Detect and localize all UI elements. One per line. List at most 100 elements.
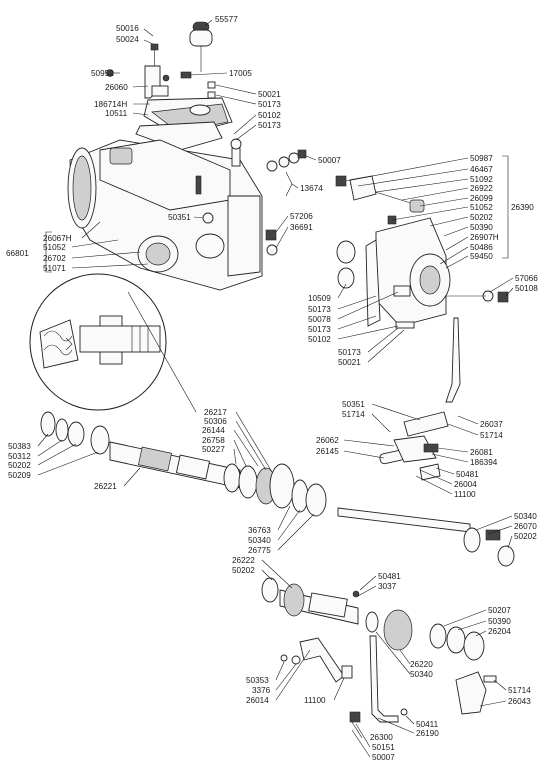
countershaft — [337, 507, 515, 567]
label-26144: 26144 — [202, 426, 225, 435]
magnifier-detail — [29, 273, 167, 411]
label-59450: 59450 — [470, 252, 493, 261]
label-50202: 50202 — [514, 532, 537, 541]
label-50078: 50078 — [308, 315, 331, 324]
label-50007: 50007 — [372, 753, 395, 762]
label-17005: 17005 — [229, 69, 252, 78]
label-36691: 36691 — [290, 223, 313, 232]
label-186714h: 186714H — [94, 100, 127, 109]
label-50173: 50173 — [258, 100, 281, 109]
label-50351: 50351 — [342, 400, 365, 409]
label-26070: 26070 — [514, 522, 537, 531]
label-50353: 50353 — [246, 676, 269, 685]
label-26081: 26081 — [470, 448, 493, 457]
label-26145: 26145 — [316, 447, 339, 456]
label-46467: 46467 — [470, 165, 493, 174]
label-66801: 66801 — [6, 249, 29, 258]
label-50340: 50340 — [248, 536, 271, 545]
label-26390: 26390 — [511, 203, 534, 212]
label-26190: 26190 — [416, 729, 439, 738]
label-50173: 50173 — [338, 348, 361, 357]
label-50306: 50306 — [204, 417, 227, 426]
label-50390: 50390 — [470, 223, 493, 232]
label-50007: 50007 — [318, 156, 341, 165]
label-50151: 50151 — [372, 743, 395, 752]
label-50173: 50173 — [308, 325, 331, 334]
label-26907h: 26907H — [470, 233, 499, 242]
label-26043: 26043 — [508, 697, 531, 706]
label-50340: 50340 — [514, 512, 537, 521]
input-shaft-parts — [40, 411, 258, 499]
label-50173: 50173 — [308, 305, 331, 314]
shift-lever-rod — [379, 317, 461, 481]
label-50024: 50024 — [116, 35, 139, 44]
label-26217: 26217 — [204, 408, 227, 417]
cover-gasket — [135, 121, 223, 151]
label-10511: 10511 — [105, 109, 128, 118]
label-11100: 11100 — [454, 490, 476, 499]
label-26037: 26037 — [480, 420, 503, 429]
magnifier-pointer-line — [127, 291, 197, 413]
label-50383: 50383 — [8, 442, 31, 451]
label-50207: 50207 — [488, 606, 511, 615]
label-26222: 26222 — [232, 556, 255, 565]
right-shift-housing — [365, 217, 451, 327]
label-50021: 50021 — [258, 90, 281, 99]
part-number-labels: 55577 50016 50024 50952 17005 26060 5002… — [6, 15, 538, 762]
label-50390: 50390 — [488, 617, 511, 626]
label-26067h: 26067H — [43, 234, 72, 243]
label-51714: 51714 — [480, 431, 503, 440]
label-50202: 50202 — [470, 213, 493, 222]
label-50102: 50102 — [258, 111, 281, 120]
leader-lines — [37, 19, 514, 758]
label-26922: 26922 — [470, 184, 493, 193]
label-50351: 50351 — [168, 213, 191, 222]
label-51092: 51092 — [470, 175, 493, 184]
label-50173: 50173 — [258, 121, 281, 130]
label-50987: 50987 — [470, 154, 493, 163]
label-26221: 26221 — [94, 482, 117, 491]
label-50486: 50486 — [470, 243, 493, 252]
label-57206: 57206 — [290, 212, 313, 221]
breather-cap — [189, 21, 213, 72]
label-26004: 26004 — [454, 480, 477, 489]
label-50227: 50227 — [202, 445, 225, 454]
label-50021: 50021 — [338, 358, 361, 367]
lower-linkage — [280, 635, 497, 723]
label-50202: 50202 — [8, 461, 31, 470]
bracket-66801 — [45, 231, 52, 273]
label-26220: 26220 — [410, 660, 433, 669]
label-51052: 51052 — [470, 203, 493, 212]
label-26758: 26758 — [202, 436, 225, 445]
right-shaft-parts — [335, 175, 509, 329]
label-26060: 26060 — [105, 83, 128, 92]
bracket-13674 — [285, 171, 293, 197]
shift-bracket — [144, 65, 169, 99]
label-3376: 3376 — [252, 686, 271, 695]
label-50340: 50340 — [410, 670, 433, 679]
label-26099: 26099 — [470, 194, 493, 203]
label-50481: 50481 — [378, 572, 401, 581]
label-50202: 50202 — [232, 566, 255, 575]
label-26062: 26062 — [316, 436, 339, 445]
label-11100: 11100 — [304, 696, 326, 705]
main-gear-cluster — [255, 463, 327, 517]
transmission-housing — [67, 138, 263, 291]
label-50209: 50209 — [8, 471, 31, 480]
label-13674: 13674 — [300, 184, 323, 193]
label-50016: 50016 — [116, 24, 139, 33]
label-50481: 50481 — [456, 470, 479, 479]
label-3037: 3037 — [378, 582, 397, 591]
label-36763: 36763 — [248, 526, 271, 535]
label-51714: 51714 — [508, 686, 531, 695]
label-10509: 10509 — [308, 294, 331, 303]
label-50102: 50102 — [308, 335, 331, 344]
label-26014: 26014 — [246, 696, 269, 705]
label-26702: 26702 — [43, 254, 66, 263]
label-50952: 50952 — [91, 69, 114, 78]
label-57066: 57066 — [515, 274, 538, 283]
label-186394: 186394 — [470, 458, 498, 467]
label-50411: 50411 — [416, 720, 439, 729]
label-50312: 50312 — [8, 452, 31, 461]
